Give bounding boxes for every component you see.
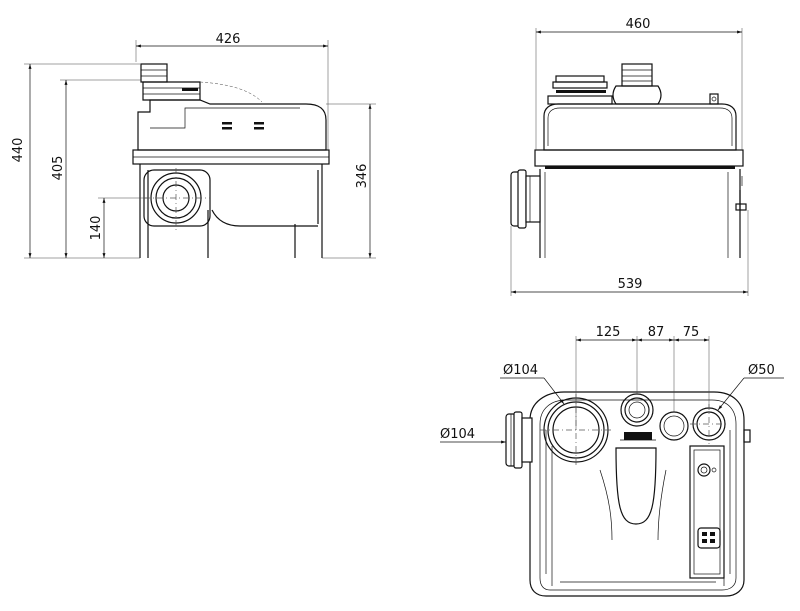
dim-top-main-diameter: Ø104: [503, 363, 538, 378]
dim-front-bottom-width: 539: [618, 277, 643, 292]
dim-side-total-height: 440: [11, 138, 26, 163]
dim-top-side-diameter: Ø104: [440, 427, 475, 442]
dim-top-spacing-2: 87: [648, 325, 665, 340]
top-tank-outline: [529, 391, 745, 597]
dim-side-right-height: 346: [355, 164, 370, 189]
dim-side-outlet-height: 405: [51, 156, 66, 181]
top-outlet-circle: [620, 393, 654, 427]
front-tank-rim: [534, 149, 744, 167]
dim-side-inlet-height: 140: [89, 216, 104, 241]
dim-top-small-diameter: Ø50: [748, 363, 775, 378]
front-tank-upper: [543, 103, 737, 151]
top-center-funnel: [615, 447, 657, 525]
side-view: 426 440 405 140 346: [11, 32, 376, 259]
top-control-panel: [689, 445, 725, 579]
dim-top-spacing-3: 75: [683, 325, 700, 340]
top-view: 125 87 75 Ø104 Ø50 Ø104: [440, 325, 784, 597]
front-outlet-pipe: [621, 63, 653, 87]
outlet-pipe-top: [140, 63, 168, 83]
dim-front-top-width: 460: [626, 17, 651, 32]
front-view: 460 539: [510, 17, 749, 296]
tank-upper-body: [137, 99, 327, 151]
dim-top-spacing-1: 125: [596, 325, 621, 340]
dim-side-width: 426: [216, 32, 241, 47]
